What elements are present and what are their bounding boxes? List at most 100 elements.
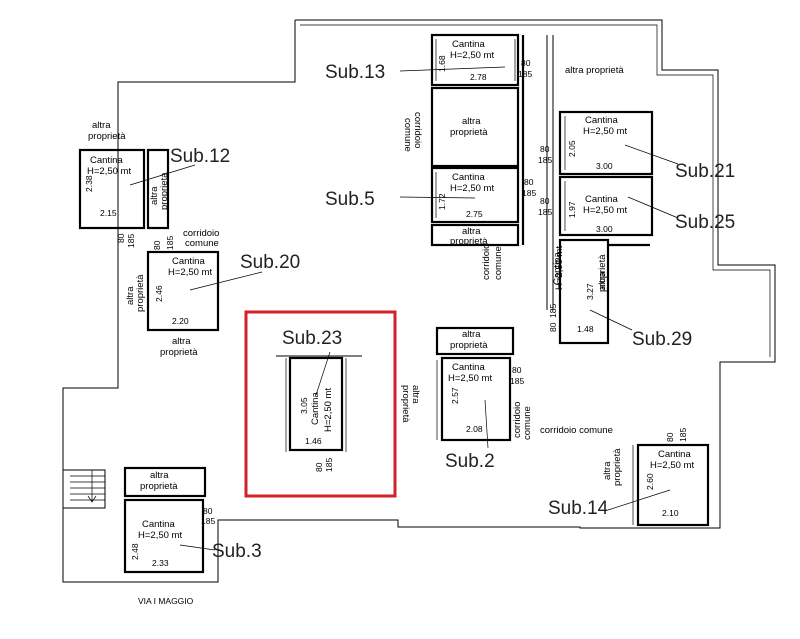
svg-text:185: 185 bbox=[518, 69, 532, 79]
svg-text:altra: altra bbox=[149, 186, 160, 205]
sub21-label: Sub.21 bbox=[675, 161, 735, 182]
svg-text:2.15: 2.15 bbox=[100, 208, 117, 218]
svg-text:corridoio: corridoio bbox=[412, 112, 423, 148]
svg-text:altra: altra bbox=[462, 226, 481, 237]
svg-text:H=2,50 mt: H=2,50 mt bbox=[650, 460, 694, 471]
unit-sub20: Cantina H=2,50 mt 2.46 2.20 80 185 altra… bbox=[125, 236, 300, 358]
svg-text:3.05: 3.05 bbox=[299, 397, 309, 414]
svg-text:185: 185 bbox=[165, 236, 175, 250]
svg-text:altra proprietà: altra proprietà bbox=[565, 65, 624, 76]
svg-text:185: 185 bbox=[548, 304, 558, 318]
svg-text:3.00: 3.00 bbox=[596, 161, 613, 171]
svg-text:corridoio comune: corridoio comune bbox=[540, 425, 613, 436]
svg-text:2.20: 2.20 bbox=[172, 316, 189, 326]
svg-text:2.57: 2.57 bbox=[450, 387, 460, 404]
svg-text:proprietà: proprietà bbox=[597, 254, 608, 292]
svg-text:proprietà: proprietà bbox=[450, 340, 488, 351]
svg-text:proprietà: proprietà bbox=[450, 236, 488, 247]
svg-text:2.78: 2.78 bbox=[470, 72, 487, 82]
svg-text:1.68: 1.68 bbox=[437, 55, 447, 72]
svg-text:Cantina: Cantina bbox=[172, 256, 205, 267]
svg-text:H=2,50 mt: H=2,50 mt bbox=[450, 183, 494, 194]
svg-text:3.00: 3.00 bbox=[596, 224, 613, 234]
svg-text:H=2,50 mt: H=2,50 mt bbox=[87, 166, 131, 177]
sub20-label: Sub.20 bbox=[240, 252, 300, 273]
sub2-label: Sub.2 bbox=[445, 451, 495, 472]
svg-text:185: 185 bbox=[126, 234, 136, 248]
unit-sub5: Cantina H=2,50 mt 2.75 1.72 80 185 Sub.5 bbox=[325, 166, 536, 224]
svg-text:80: 80 bbox=[524, 177, 534, 187]
svg-text:proprietà: proprietà bbox=[88, 131, 126, 142]
svg-text:H=2,50 mt: H=2,50 mt bbox=[448, 373, 492, 384]
svg-text:H=2,50 mt: H=2,50 mt bbox=[583, 126, 627, 137]
stair bbox=[62, 469, 106, 509]
svg-text:1.48: 1.48 bbox=[577, 324, 594, 334]
svg-text:Cantina: Cantina bbox=[452, 362, 485, 373]
svg-text:proprietà: proprietà bbox=[400, 385, 411, 423]
sub12-label: Sub.12 bbox=[170, 146, 230, 167]
svg-text:80: 80 bbox=[203, 506, 213, 516]
svg-text:H=2,50 mt: H=2,50 mt bbox=[450, 50, 494, 61]
svg-text:proprietà: proprietà bbox=[450, 127, 488, 138]
sub23-label: Sub.23 bbox=[282, 328, 342, 349]
svg-text:H=2,50 mt: H=2,50 mt bbox=[554, 246, 565, 290]
unit-sub2: altra proprietà Cantina H=2,50 mt 2.57 2… bbox=[400, 326, 533, 472]
svg-text:185: 185 bbox=[510, 376, 524, 386]
svg-text:80: 80 bbox=[521, 58, 531, 68]
svg-text:80: 80 bbox=[152, 240, 162, 250]
svg-text:Cantina: Cantina bbox=[310, 392, 321, 425]
svg-text:80: 80 bbox=[512, 365, 522, 375]
svg-text:Cantina: Cantina bbox=[90, 155, 123, 166]
svg-text:80: 80 bbox=[116, 233, 126, 243]
svg-text:corridoio: corridoio bbox=[183, 228, 219, 239]
svg-text:2.60: 2.60 bbox=[645, 473, 655, 490]
sub5-label: Sub.5 bbox=[325, 189, 375, 210]
svg-text:altra: altra bbox=[125, 286, 136, 305]
svg-text:proprietà: proprietà bbox=[135, 274, 146, 312]
svg-text:80: 80 bbox=[540, 144, 550, 154]
svg-text:185: 185 bbox=[522, 188, 536, 198]
svg-text:2.08: 2.08 bbox=[466, 424, 483, 434]
svg-text:comune: comune bbox=[402, 118, 413, 152]
svg-text:altra: altra bbox=[92, 120, 111, 131]
svg-text:proprietà: proprietà bbox=[159, 172, 170, 210]
svg-text:185: 185 bbox=[678, 428, 688, 442]
svg-text:comune: comune bbox=[522, 406, 533, 440]
svg-text:2.38: 2.38 bbox=[84, 175, 94, 192]
svg-text:comune: comune bbox=[185, 238, 219, 249]
svg-text:185: 185 bbox=[538, 155, 552, 165]
unit-sub23: Cantina H=2,50 mt 3.05 1.46 80 185 Sub.2… bbox=[244, 310, 397, 498]
svg-text:altra: altra bbox=[410, 385, 421, 404]
svg-text:altra: altra bbox=[602, 461, 613, 480]
svg-text:2.10: 2.10 bbox=[662, 508, 679, 518]
svg-text:Cantina: Cantina bbox=[552, 252, 563, 285]
street-label: VIA I MAGGIO bbox=[138, 596, 194, 606]
svg-text:H=2,50 mt: H=2,50 mt bbox=[138, 530, 182, 541]
unit-sub12: altra proprietà Cantina H=2,50 mt 2.38 2… bbox=[78, 120, 230, 248]
svg-text:proprietà: proprietà bbox=[160, 347, 198, 358]
svg-text:comune: comune bbox=[493, 246, 504, 280]
unit-sub21: Cantina H=2,50 mt 3.00 2.05 80 185 Sub.2… bbox=[538, 110, 735, 182]
unit-sub29: Cantina H=2,50 mt 3.27 1.48 185 80 altra… bbox=[548, 238, 692, 350]
svg-text:altra: altra bbox=[462, 116, 481, 127]
building-outline bbox=[62, 19, 776, 583]
svg-text:Cantina: Cantina bbox=[452, 39, 485, 50]
svg-text:altra: altra bbox=[172, 336, 191, 347]
svg-text:185: 185 bbox=[538, 207, 552, 217]
svg-text:2.46: 2.46 bbox=[154, 285, 164, 302]
svg-text:Cantina: Cantina bbox=[658, 449, 691, 460]
svg-text:altra: altra bbox=[462, 329, 481, 340]
svg-text:proprietà: proprietà bbox=[612, 448, 623, 486]
svg-text:1.97: 1.97 bbox=[567, 201, 577, 218]
unit-sub13: Cantina H=2,50 mt 2.78 1.68 80 185 Sub.1… bbox=[325, 33, 532, 87]
svg-text:altra: altra bbox=[597, 271, 608, 290]
svg-text:2.05: 2.05 bbox=[567, 140, 577, 157]
svg-text:corridoio: corridoio bbox=[481, 244, 492, 280]
svg-text:Cantina: Cantina bbox=[452, 172, 485, 183]
svg-text:proprietà: proprietà bbox=[140, 481, 178, 492]
sub25-label: Sub.25 bbox=[675, 212, 735, 233]
svg-text:185: 185 bbox=[201, 516, 215, 526]
svg-text:Cantina: Cantina bbox=[585, 194, 618, 205]
svg-text:H=2,50 mt: H=2,50 mt bbox=[583, 205, 627, 216]
